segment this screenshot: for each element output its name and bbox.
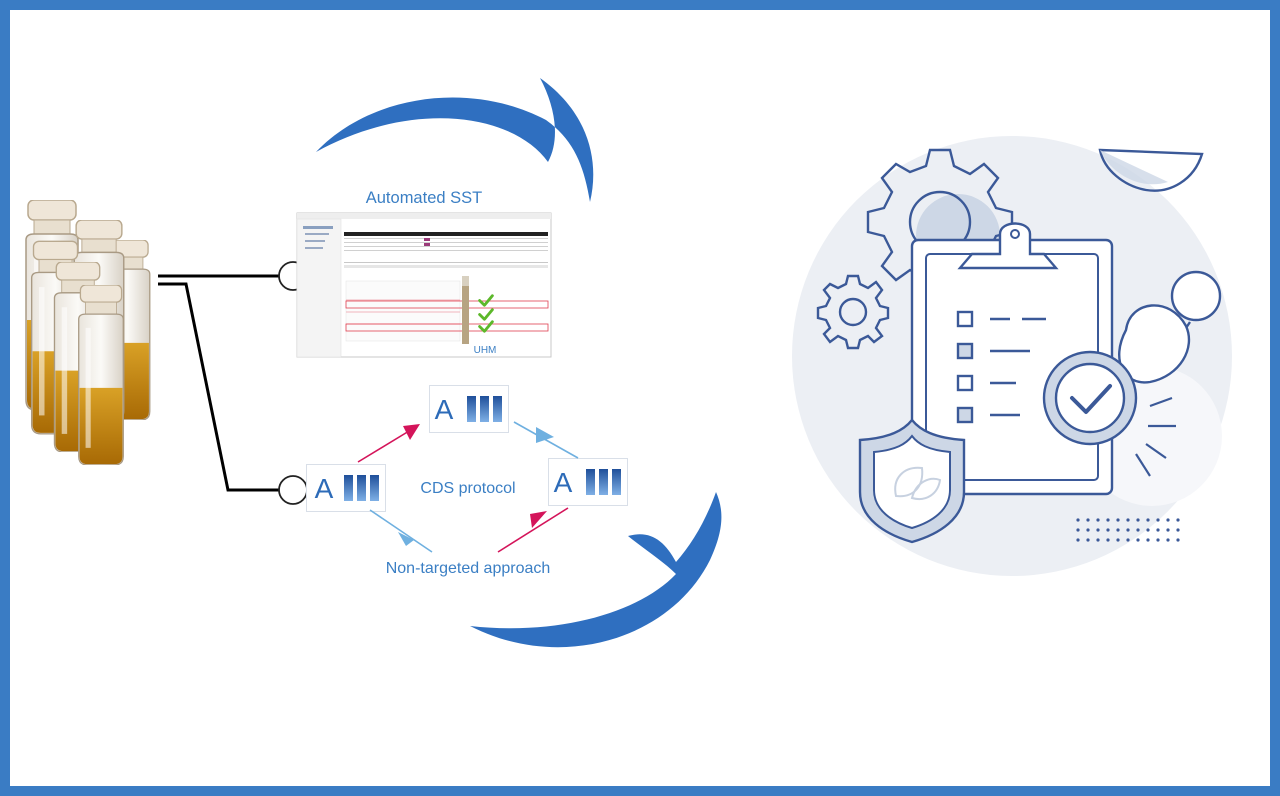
quality-illustration [792, 136, 1232, 576]
non-targeted-approach-label: Non-targeted approach [386, 560, 551, 577]
cds-badge-left: A [306, 464, 386, 512]
software-screenshot-icon: UHM [296, 212, 552, 358]
cds-badge-right: A [547, 458, 629, 506]
top-swoosh-arrow [316, 78, 594, 202]
arrow-right-to-bottom [497, 507, 569, 553]
cycle-arrows [357, 421, 579, 553]
sample-vials-icon [25, 200, 151, 465]
arrow-left-to-top [357, 427, 415, 463]
dot-pattern [1076, 518, 1180, 542]
cds-badge-letter: A [435, 394, 454, 425]
arrow-bottom-to-left [369, 509, 433, 553]
gear-icon [816, 274, 890, 350]
cds-badge-letter: A [315, 473, 334, 504]
uhm-label: UHM [474, 345, 497, 356]
connector-lines [158, 274, 280, 492]
bottom-swoosh-arrow [470, 492, 722, 648]
cds-protocol-label: CDS protocol [420, 480, 515, 497]
cds-badge-letter: A [554, 467, 573, 498]
cds-node [278, 475, 308, 505]
arrow-top-to-right [513, 421, 579, 459]
shield-leaf-icon [858, 418, 966, 544]
diagram-canvas: Automated SST UHM A A [25, 78, 1232, 648]
stamp-icon [1042, 270, 1222, 477]
cds-badge-top: A [428, 385, 510, 433]
automated-sst-label: Automated SST [366, 189, 482, 207]
